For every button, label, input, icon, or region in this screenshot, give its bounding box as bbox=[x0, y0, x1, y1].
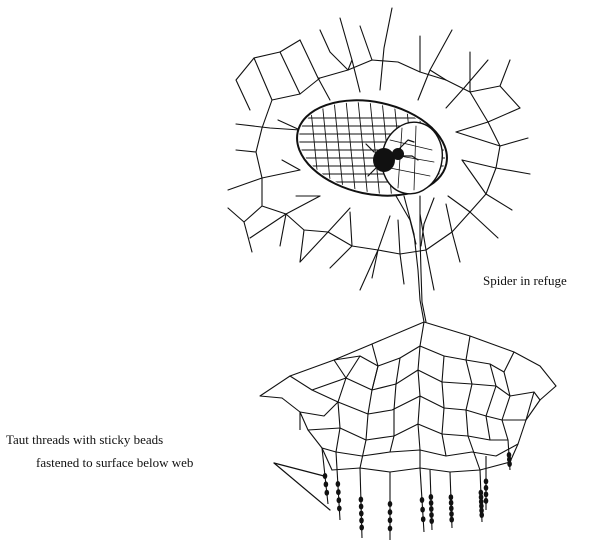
sticky-bead bbox=[449, 505, 454, 511]
sticky-bead bbox=[324, 481, 329, 487]
sticky-bead bbox=[484, 491, 489, 497]
sticky-bead bbox=[388, 525, 393, 531]
sticky-bead bbox=[359, 511, 364, 517]
sticky-bead bbox=[359, 518, 364, 524]
sticky-bead bbox=[507, 461, 512, 467]
sticky-bead bbox=[479, 512, 484, 518]
refuge-label: Spider in refuge bbox=[483, 273, 567, 289]
sticky-bead bbox=[449, 494, 454, 500]
sticky-bead bbox=[484, 485, 489, 491]
sticky-bead bbox=[449, 511, 454, 517]
sticky-bead bbox=[429, 500, 434, 506]
sticky-bead bbox=[420, 497, 425, 503]
sticky-bead bbox=[429, 506, 434, 512]
sticky-bead bbox=[429, 494, 434, 500]
sticky-bead bbox=[484, 498, 489, 504]
sticky-bead bbox=[337, 505, 342, 511]
sticky-bead bbox=[388, 509, 393, 515]
label-pointer-lines bbox=[274, 463, 330, 510]
sticky-bead bbox=[359, 504, 364, 510]
sticky-bead bbox=[388, 501, 393, 507]
sticky-bead bbox=[359, 525, 364, 531]
threads-label-line-1: Taut threads with sticky beads bbox=[6, 432, 163, 448]
sticky-bead bbox=[359, 497, 364, 503]
threads-label-line-2: fastened to surface below web bbox=[36, 455, 193, 471]
sticky-bead bbox=[337, 497, 342, 503]
sticky-bead-threads bbox=[300, 412, 512, 540]
sticky-bead bbox=[325, 490, 330, 496]
sticky-bead bbox=[484, 478, 489, 484]
sticky-bead bbox=[336, 481, 341, 487]
sticky-bead bbox=[420, 507, 425, 513]
sticky-bead bbox=[336, 489, 341, 495]
sticky-bead bbox=[421, 516, 426, 522]
silk-refuge bbox=[288, 87, 456, 209]
lower-sheet-web bbox=[260, 322, 556, 472]
sticky-bead bbox=[429, 512, 434, 518]
sticky-bead bbox=[449, 500, 454, 506]
sticky-bead bbox=[429, 518, 434, 524]
sticky-bead bbox=[449, 517, 454, 523]
sticky-bead bbox=[388, 517, 393, 523]
